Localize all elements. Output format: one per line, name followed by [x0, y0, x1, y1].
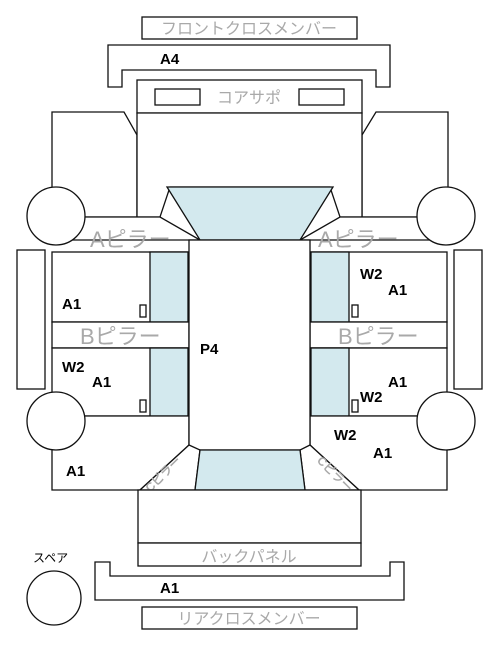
- spare-tire[interactable]: [26, 570, 82, 626]
- back-panel-label: バックパネル: [201, 548, 296, 566]
- left-rear-door-handle: [139, 399, 147, 413]
- right-front-door-code-w: W2: [360, 266, 383, 283]
- left-front-door-code: A1: [62, 296, 81, 313]
- right-rear-door-code-w: W2: [360, 389, 383, 406]
- right-rear-fender-code-a: A1: [373, 445, 392, 462]
- b-pillar-right-label: Bピラー: [338, 324, 419, 349]
- front-cross-member-part[interactable]: [107, 44, 391, 88]
- front-windshield[interactable]: [165, 186, 335, 241]
- front-left-wheel: [26, 186, 86, 246]
- roof-part[interactable]: [188, 239, 311, 451]
- rear-cross-member-box: [141, 606, 358, 630]
- rear-cross-member-part[interactable]: [94, 561, 405, 601]
- left-front-window[interactable]: [149, 251, 189, 323]
- back-panel-part[interactable]: [137, 542, 362, 567]
- front-cross-member-label: フロントクロスメンバー: [161, 20, 337, 38]
- rear-windshield[interactable]: [194, 449, 306, 491]
- right-front-door-handle: [351, 304, 359, 318]
- a-pillar-right-label: Aピラー: [318, 227, 399, 252]
- rear-left-wheel: [26, 391, 86, 451]
- a-pillar-left-label: Aピラー: [90, 227, 171, 252]
- right-side-step[interactable]: [453, 249, 483, 390]
- right-front-door-code-a: A1: [388, 282, 407, 299]
- left-front-door-handle: [139, 304, 147, 318]
- right-rear-fender-code-w: W2: [334, 427, 357, 444]
- b-pillar-left-label: Bピラー: [80, 324, 161, 349]
- left-rear-fender-code: A1: [66, 463, 85, 480]
- right-rear-door-code-a: A1: [388, 374, 407, 391]
- trunk-part[interactable]: [137, 489, 362, 544]
- rear-cross-member-code: A1: [160, 580, 179, 597]
- left-rear-door-code-a: A1: [92, 374, 111, 391]
- right-front-window[interactable]: [310, 251, 350, 323]
- b-pillar-right[interactable]: [309, 321, 448, 349]
- rear-right-wheel: [416, 391, 476, 451]
- roof-code: P4: [200, 341, 219, 358]
- left-rear-door-code-w: W2: [62, 359, 85, 376]
- headlight-right: [298, 88, 345, 106]
- right-rear-door-handle: [351, 399, 359, 413]
- front-cross-member-box: [141, 16, 358, 40]
- core-support-label: コアサポ: [217, 89, 281, 107]
- front-cross-member-code: A4: [160, 51, 180, 68]
- front-right-wheel: [416, 186, 476, 246]
- right-rear-window[interactable]: [310, 347, 350, 417]
- spare-label: スペア: [33, 551, 68, 565]
- headlight-left: [154, 88, 201, 106]
- left-rear-window[interactable]: [149, 347, 189, 417]
- rear-cross-member-label: リアクロスメンバー: [177, 610, 320, 628]
- left-side-step[interactable]: [16, 249, 46, 390]
